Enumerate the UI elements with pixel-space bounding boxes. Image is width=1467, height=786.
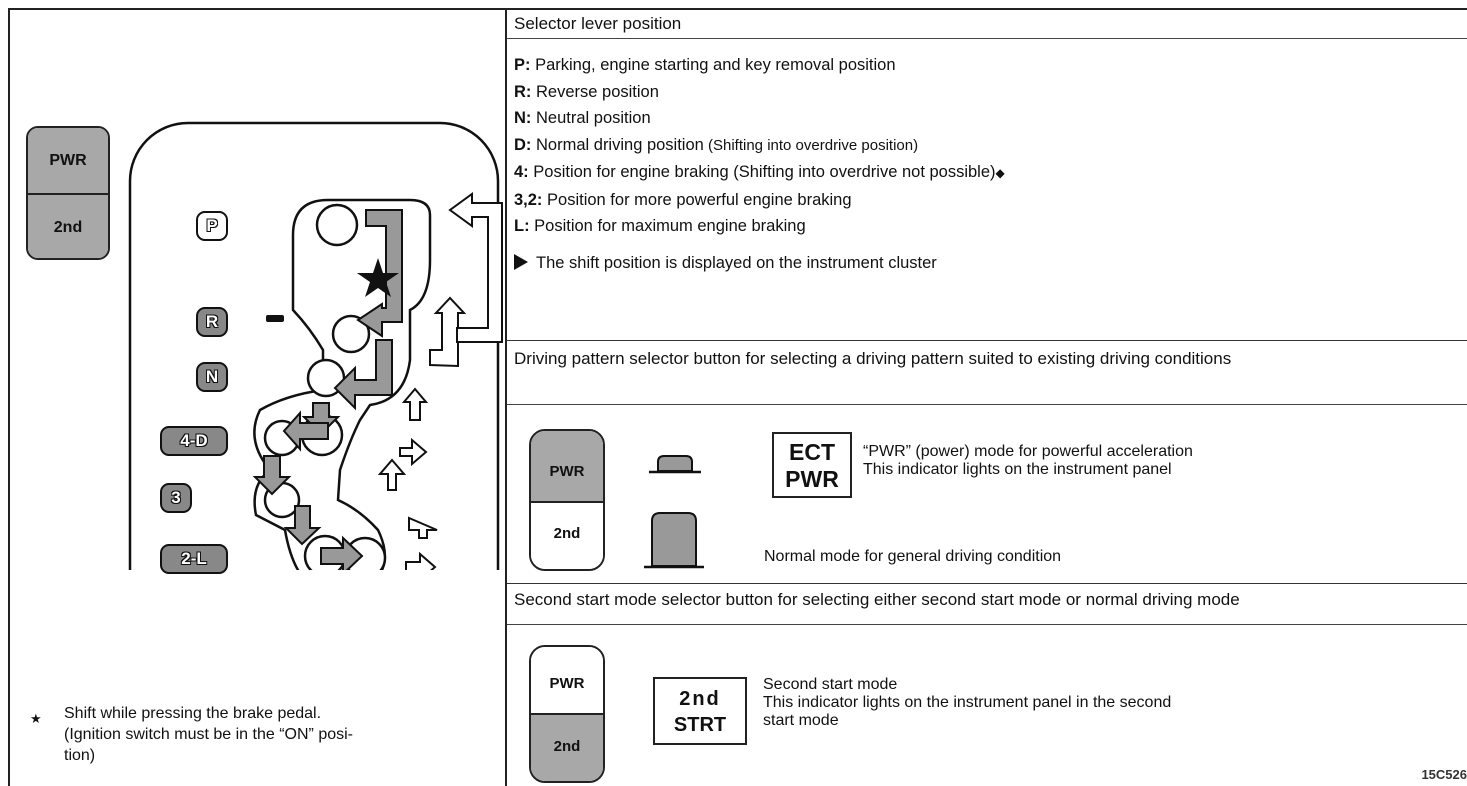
arrow-up-2-to-3 [408, 516, 438, 539]
selector-list: P: Parking, engine starting and key remo… [514, 52, 1005, 276]
brake-note-line-1: Shift while pressing the brake pedal. [64, 705, 322, 722]
arrow-p-to-r [356, 209, 403, 338]
gate-outline [128, 121, 500, 570]
ect-label: ECT [789, 439, 835, 465]
second-start-button-icon: PWR 2nd [529, 645, 605, 783]
strt-label: STRT [673, 714, 727, 736]
pwr-label: PWR [785, 466, 839, 492]
arrow-up-r-to-p [448, 192, 503, 343]
arrow-2-to-l [320, 535, 364, 570]
slot-p [315, 203, 359, 247]
selector-item-n: N: Neutral position [514, 109, 651, 127]
gate-label-n: N [196, 362, 228, 392]
pwr-half: PWR [531, 647, 603, 715]
gate-label-2l: 2-L [160, 544, 228, 574]
2nd-label: 2nd [679, 688, 721, 710]
gate-label-p: P [196, 211, 228, 241]
normal-mode-description: Normal mode for general driving conditio… [764, 548, 1062, 565]
brake-note-line-3: tion) [64, 747, 96, 764]
selector-heading: Selector lever position [507, 10, 1467, 39]
pwr-mode-description: “PWR” (power) mode for powerful accelera… [863, 443, 1193, 478]
2nd-released-icon [644, 512, 704, 569]
display-note: The shift position is displayed on the i… [514, 250, 1005, 277]
2nd-half: 2nd [531, 503, 603, 569]
selector-item-32: 3,2: Position for more powerful engine b… [514, 190, 852, 209]
pwr-half: PWR [531, 431, 603, 503]
2nd-half: 2nd [531, 715, 603, 781]
selector-item-p: P: Parking, engine starting and key remo… [514, 56, 896, 74]
figure-code: 15C526 [1421, 767, 1467, 782]
column-divider [505, 8, 507, 786]
selector-item-d: D: Normal driving position (Shifting int… [514, 135, 919, 154]
second-start-description: Second start mode This indicator lights … [763, 676, 1172, 729]
pwr-pressed-icon [649, 455, 701, 474]
selector-item-r: R: Reverse position [514, 82, 659, 101]
driving-pattern-button-icon: PWR 2nd [529, 429, 605, 571]
ect-pwr-indicator: ECT PWR [772, 432, 852, 498]
arrow-up-3-to-d [377, 458, 407, 491]
arrow-r-to-n [333, 339, 393, 411]
brake-note: Shift while pressing the brake pedal. (I… [64, 703, 353, 766]
selector-section: Selector lever position P: Parking, engi… [507, 10, 1467, 341]
slot-r [331, 314, 371, 354]
2nd-strt-indicator: 2nd STRT [653, 677, 747, 745]
second-start-section: Second start mode selector button for se… [507, 584, 1467, 786]
arrow-up-l-to-2 [405, 551, 437, 570]
selector-item-4: 4: Position for engine braking (Shifting… [514, 163, 1005, 181]
arrow-n-to-d [301, 402, 341, 436]
arrow-up-4-to-n [401, 387, 429, 421]
shift-gate-diagram [128, 121, 503, 570]
arrow-d-to-4 [282, 410, 329, 452]
arrow-up-d-to-4 [399, 437, 428, 467]
driving-pattern-heading: Driving pattern selector button for sele… [507, 341, 1467, 405]
selector-item-l: L: Position for maximum engine braking [514, 217, 806, 235]
arrow-4-to-3 [252, 455, 292, 496]
pwr-2nd-button-icon: PWR 2nd [26, 126, 110, 260]
arrow-3-to-2 [283, 505, 322, 546]
page-frame [8, 8, 1467, 786]
description-panel: Selector lever position P: Parking, engi… [507, 10, 1467, 786]
gate-label-4d: 4-D [160, 426, 228, 456]
second-start-heading: Second start mode selector button for se… [507, 584, 1467, 625]
2nd-half: 2nd [28, 195, 108, 258]
gate-label-r: R [196, 307, 228, 337]
pwr-half: PWR [28, 128, 108, 195]
driving-pattern-section: Driving pattern selector button for sele… [507, 341, 1467, 584]
shift-diagram-panel: PWR 2nd P [10, 10, 505, 786]
brake-note-line-2: (Ignition switch must be in the “ON” pos… [64, 726, 353, 743]
gate-label-3: 3 [160, 483, 192, 513]
brake-star [357, 258, 399, 297]
minus-mark [266, 315, 284, 322]
brake-note-star: ★ [30, 711, 42, 726]
play-triangle-icon [514, 253, 528, 270]
